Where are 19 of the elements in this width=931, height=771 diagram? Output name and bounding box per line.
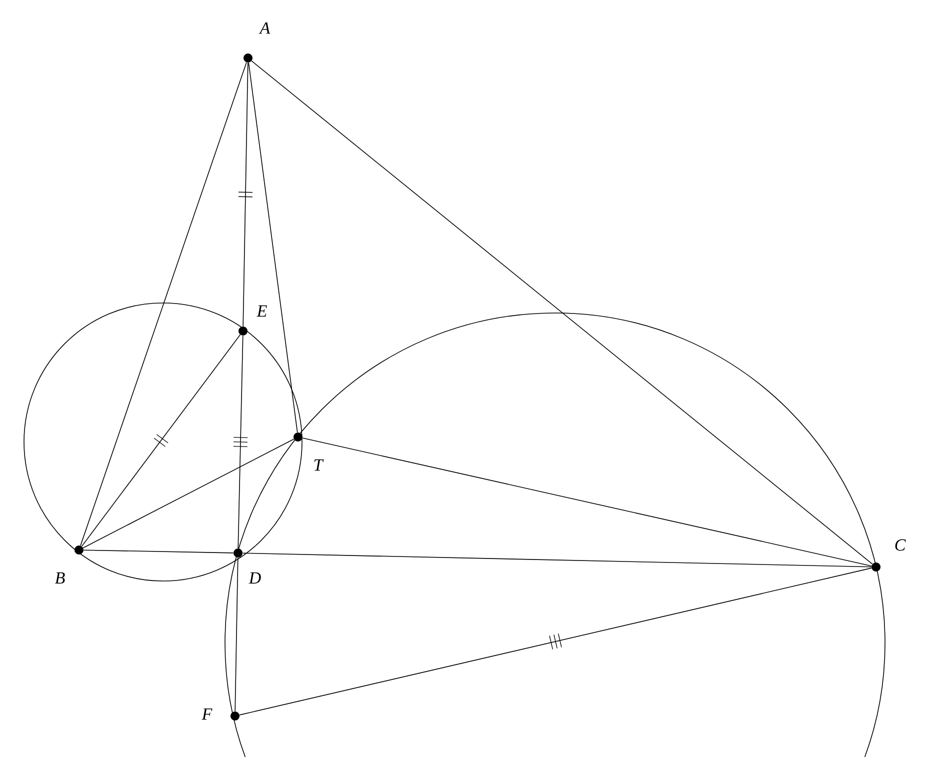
line-segment	[234, 557, 238, 712]
point-label: T	[314, 459, 324, 471]
point-label: C	[895, 539, 906, 551]
point-label: D	[248, 572, 261, 584]
line-segment	[251, 60, 873, 564]
point-label: B	[54, 572, 65, 584]
line-segment	[83, 550, 234, 554]
point-label: E	[256, 305, 267, 317]
line-segment	[248, 62, 298, 433]
line-segment	[242, 62, 248, 327]
point-label: A	[258, 22, 270, 34]
line-segment	[302, 438, 872, 566]
line-segment	[239, 568, 872, 716]
line-segment	[238, 335, 244, 549]
line-segment	[81, 334, 241, 547]
line-segment	[242, 552, 872, 568]
line-segment	[82, 438, 294, 548]
point-label: F	[202, 708, 212, 720]
line-segment	[80, 62, 247, 546]
